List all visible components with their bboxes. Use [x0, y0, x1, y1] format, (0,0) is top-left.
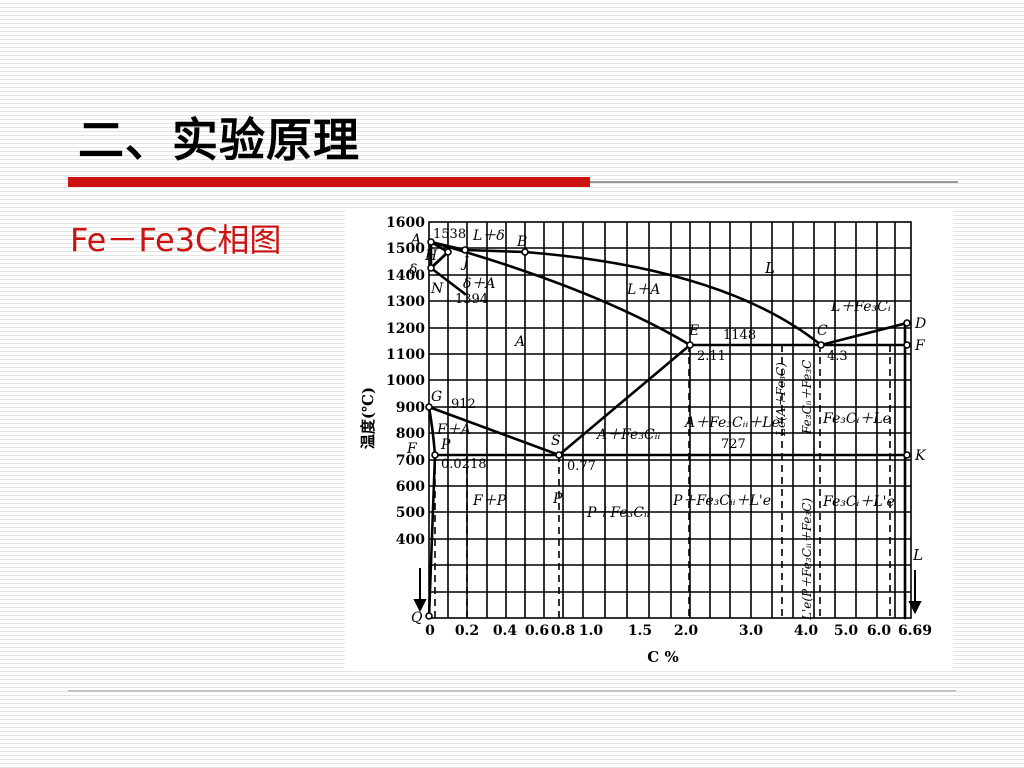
value-4-3: 4.3 — [827, 349, 848, 364]
x-tick-1-5: 1.5 — [628, 623, 652, 639]
value-1148: 1148 — [723, 328, 756, 343]
point-c-label: C — [817, 323, 828, 339]
y-tick-1500: 1500 — [386, 241, 425, 257]
point-f-left-label: F — [406, 441, 418, 457]
point-p-lower-label: P — [552, 491, 563, 507]
x-axis-label: C % — [647, 648, 678, 666]
diagram-grid — [428, 221, 912, 619]
slide-subtitle: Fe－Fe3C相图 — [70, 221, 282, 259]
x-tick-6-69: 6.69 — [898, 623, 932, 639]
phase-le-a-fe3c: Le(A＋Fe₃C) — [774, 362, 788, 437]
title-underline-red — [68, 177, 590, 187]
y-tick-1400: 1400 — [386, 268, 425, 284]
point-j-label: J — [460, 255, 470, 271]
value-0-77: 0.77 — [567, 459, 596, 474]
y-tick-1200: 1200 — [386, 321, 425, 337]
title-underline-gray — [590, 181, 958, 183]
point-q-label: Q — [411, 610, 423, 626]
y-tick-1300: 1300 — [386, 294, 425, 310]
point-markers — [425, 238, 911, 620]
value-1538: 1538 — [433, 227, 466, 242]
point-labels: A B H J N G P F S P E C D F K Q — [406, 232, 927, 626]
phase-f-p: F＋P — [472, 493, 507, 509]
phase-fe3cii-fe3c: Fe₃Cᵢᵢ＋Fe₃C — [800, 360, 814, 435]
point-b-label: B — [516, 234, 527, 250]
point-e-label: E — [688, 323, 699, 339]
y-tick-600: 600 — [396, 479, 425, 495]
phase-a-fe3cii: A＋Fe₃Cᵢᵢ — [595, 427, 660, 443]
x-tick-5-0: 5.0 — [834, 623, 859, 639]
point-k-label: K — [914, 448, 927, 464]
y-tick-500: 500 — [396, 505, 425, 521]
y-tick-1100: 1100 — [386, 347, 425, 363]
x-tick-6-0: 6.0 — [867, 623, 892, 639]
point-values: 1538 1394 912 1148 727 0.0218 0.77 2.11 … — [433, 227, 848, 474]
y-tick-1600: 1600 — [386, 215, 425, 231]
x-tick-0-2: 0.2 — [455, 623, 479, 639]
y-axis-ticks: 1600 1500 1400 1300 1200 1100 1000 900 8… — [386, 215, 425, 548]
x-tick-0-4: 0.4 — [493, 623, 518, 639]
phase-p-fe3cii-le-prime: P＋Fe₃Cᵢᵢ＋L'e — [672, 493, 771, 509]
slide-title: 二、实验原理 — [78, 113, 360, 167]
y-tick-400: 400 — [396, 532, 425, 548]
phase-a: A — [513, 334, 525, 350]
x-tick-0-6: 0.6 — [525, 623, 549, 639]
fe-fe3c-phase-diagram: 1600 1500 1400 1300 1200 1100 1000 900 8… — [359, 215, 932, 666]
point-a-label: A — [409, 232, 421, 248]
point-d-label: D — [914, 316, 926, 332]
point-n-label: N — [430, 281, 444, 297]
value-2-11: 2.11 — [697, 349, 726, 364]
x-tick-3-0: 3.0 — [739, 623, 764, 639]
point-f-label: F — [914, 338, 926, 354]
phase-l: L — [764, 259, 775, 277]
bottom-divider — [68, 690, 956, 692]
value-1394: 1394 — [455, 292, 488, 307]
phase-boundaries — [427, 240, 909, 620]
point-p-label: P — [440, 437, 451, 453]
point-g-label: G — [431, 389, 442, 405]
phase-l-delta: L＋δ — [472, 228, 505, 244]
phase-l-a: L＋A — [626, 282, 660, 298]
value-912: 912 — [451, 397, 476, 412]
arrow-marks — [413, 568, 922, 615]
phase-f-a: F＋A — [436, 422, 471, 438]
phase-fe3ci-le: Fe₃Cᵢ＋Le — [822, 411, 891, 427]
x-tick-0-8: 0.8 — [551, 623, 575, 639]
y-tick-800: 800 — [396, 426, 425, 442]
x-tick-2-0: 2.0 — [674, 623, 699, 639]
x-tick-4-0: 4.0 — [794, 623, 819, 639]
phase-delta: δ — [409, 262, 417, 278]
phase-l-fe3ci: L＋Fe₃Cᵢ — [830, 299, 891, 315]
phase-le-prime-full: L'e(P＋Fe₃Cᵢᵢ＋Fe₃C) — [800, 498, 814, 621]
y-axis-label: 温度(℃) — [359, 387, 377, 449]
phase-l-arrow: L — [912, 546, 923, 564]
y-tick-900: 900 — [396, 400, 425, 416]
value-0-0218: 0.0218 — [441, 457, 487, 472]
x-tick-0: 0 — [425, 623, 435, 639]
phase-p-fe3cii: P＋Fe₃Cᵢᵢ — [586, 505, 650, 521]
phase-delta-a: δ＋A — [463, 276, 496, 292]
value-727: 727 — [721, 437, 746, 452]
x-axis-ticks: 0 0.2 0.4 0.6 0.8 1.0 1.5 2.0 3.0 4.0 5.… — [425, 623, 932, 639]
phase-labels: L＋δ δ δ＋A L L＋A A L＋Fe₃Cᵢ F＋A A＋Fe₃Cᵢᵢ A… — [409, 228, 923, 621]
y-tick-700: 700 — [396, 453, 425, 469]
phase-fe3ci-le-prime: Fe₃Cᵢ＋L'e — [822, 494, 895, 510]
phase-a-fe3cii-le: A＋Fe₃Cᵢᵢ＋Le — [683, 415, 780, 431]
x-tick-1-0: 1.0 — [579, 623, 604, 639]
phase-diagram-panel: 1600 1500 1400 1300 1200 1100 1000 900 8… — [345, 208, 953, 670]
dashed-composition-lines — [434, 345, 891, 618]
point-s-label: S — [551, 433, 561, 449]
y-tick-1000: 1000 — [386, 373, 425, 389]
point-h-label: H — [424, 248, 438, 264]
